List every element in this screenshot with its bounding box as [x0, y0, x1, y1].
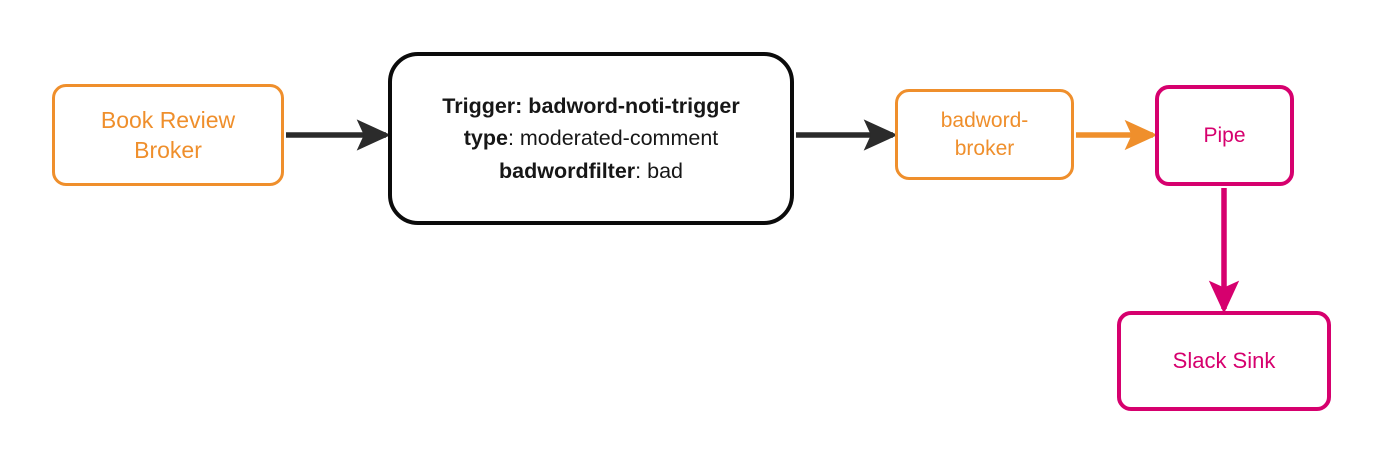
node-badword-broker-label: badword- broker	[940, 108, 1029, 160]
node-pipe-label: Pipe	[1203, 123, 1246, 147]
node-slack-sink-label: Slack Sink	[1172, 348, 1276, 374]
trigger-badwordfilter-value: : bad	[635, 158, 683, 183]
node-book-review-broker-label: Book Review Broker	[100, 106, 236, 163]
trigger-type-label: type	[463, 126, 508, 151]
node-book-review-broker[interactable]: Book Review Broker	[52, 84, 284, 186]
node-badword-broker[interactable]: badword- broker	[895, 89, 1074, 180]
node-slack-sink[interactable]: Slack Sink	[1117, 311, 1331, 411]
trigger-line-badwordfilter: badwordfilter: bad	[499, 155, 683, 187]
node-pipe[interactable]: Pipe	[1155, 85, 1294, 186]
trigger-line-name: Trigger: badword-noti-trigger	[442, 90, 739, 122]
trigger-badwordfilter-label: badwordfilter	[499, 158, 636, 183]
trigger-type-value: : moderated-comment	[507, 126, 719, 151]
node-trigger[interactable]: Trigger: badword-noti-trigger type: mode…	[388, 52, 794, 225]
trigger-name-label: Trigger: badword-noti-trigger	[442, 94, 740, 119]
trigger-line-type: type: moderated-comment	[464, 122, 719, 154]
